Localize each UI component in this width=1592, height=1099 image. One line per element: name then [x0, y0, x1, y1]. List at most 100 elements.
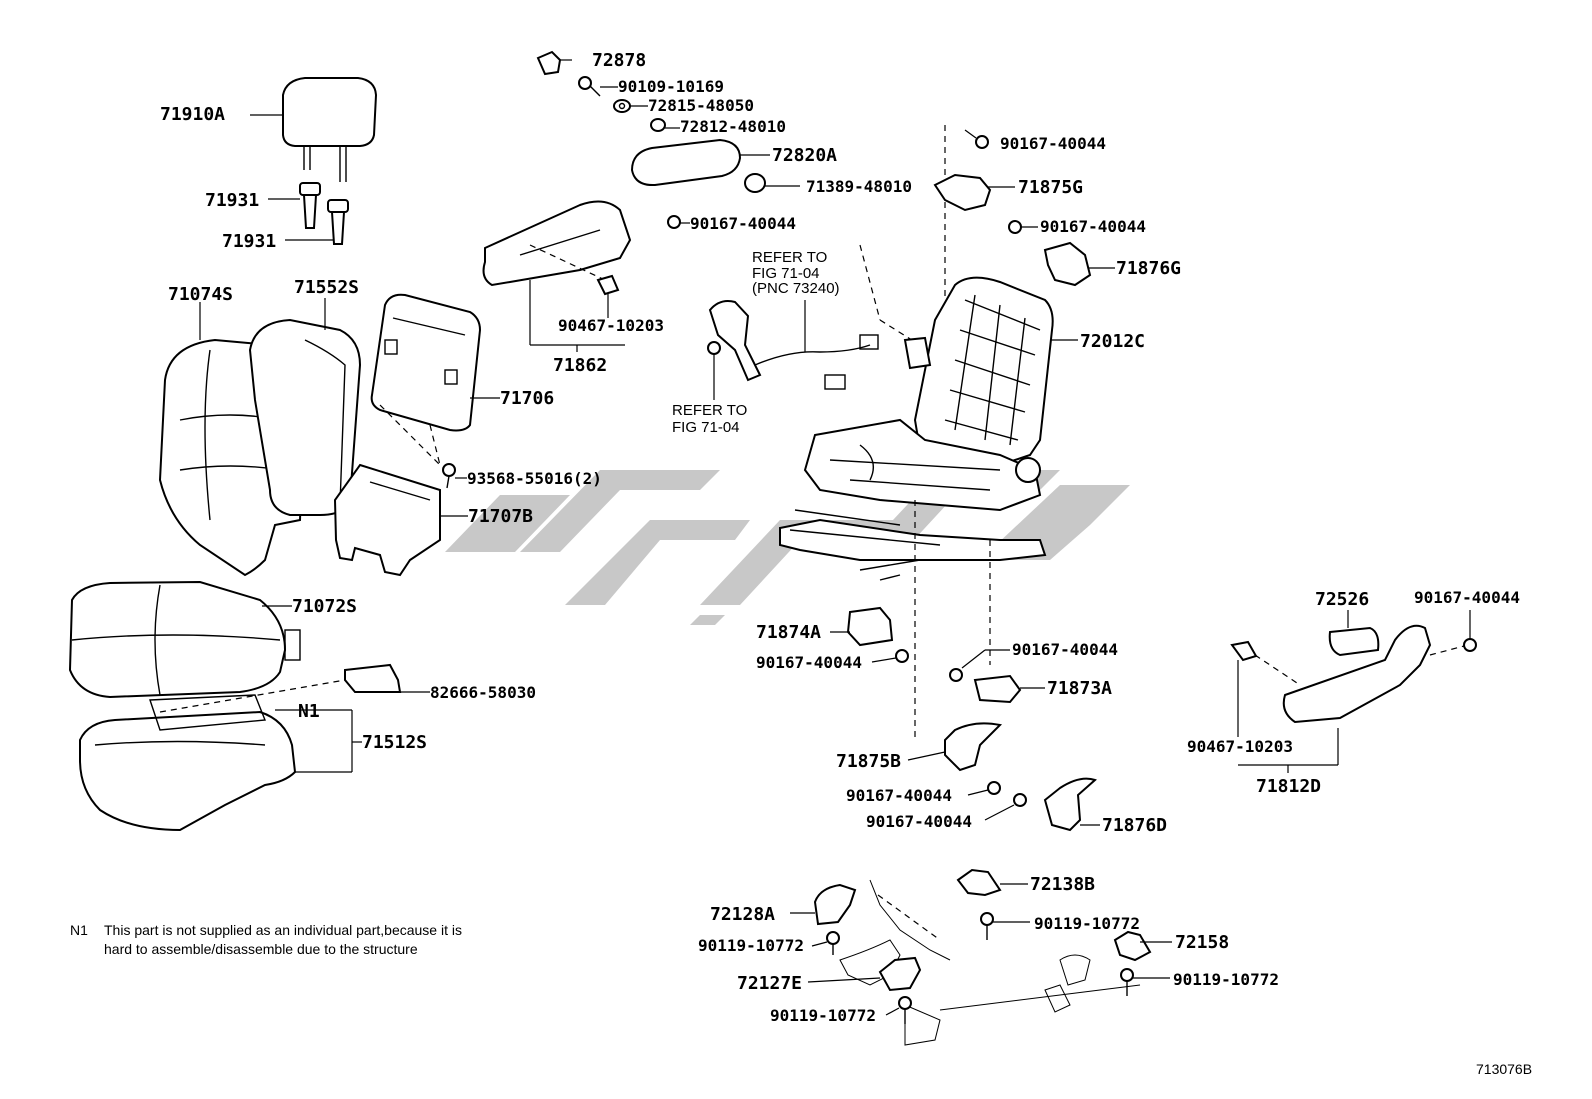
label-71910A: 71910A — [160, 104, 225, 125]
label-93568-55016: 93568-55016(2) — [467, 469, 602, 488]
label-90167-40044-h: 90167-40044 — [866, 812, 972, 831]
label-71072S: 71072S — [292, 596, 357, 617]
seatback-lower-board-71707B — [333, 463, 441, 577]
label-N1: N1 — [298, 701, 320, 722]
bracket-71873A — [973, 674, 1022, 704]
ref-belt-line1: REFER TO — [752, 249, 827, 266]
label-90119-10772-b: 90119-10772 — [1173, 970, 1279, 989]
label-90119-10772-c: 90119-10772 — [698, 936, 804, 955]
label-71876G: 71876G — [1116, 258, 1181, 279]
side-shield-71862 — [482, 200, 632, 287]
buckle-anchor-bolt — [707, 341, 721, 355]
cover-72158 — [1113, 930, 1152, 962]
label-71812D: 71812D — [1256, 776, 1321, 797]
seatback-board-71706 — [370, 293, 482, 432]
label-90167-40044-f: 90167-40044 — [1414, 588, 1520, 607]
headrest-guide-71931-lower — [327, 199, 349, 245]
label-72526: 72526 — [1315, 589, 1369, 610]
bolt-90119-10772-b — [1120, 968, 1134, 996]
cover-71875G — [933, 173, 992, 212]
bolt-90119-10772-a — [980, 912, 994, 940]
cover-72138B — [956, 868, 1002, 897]
connector-82666-58030 — [344, 663, 402, 693]
cap-71389-48010 — [744, 173, 766, 193]
label-71876D: 71876D — [1102, 815, 1167, 836]
label-90167-40044-d: 90167-40044 — [1012, 640, 1118, 659]
ref-belt-line3: (PNC 73240) — [752, 280, 840, 297]
armrest-72820A — [630, 138, 742, 187]
label-71707B: 71707B — [468, 506, 533, 527]
headrest-71910A — [282, 77, 378, 182]
cover-71875B — [944, 722, 1003, 772]
label-71874A: 71874A — [756, 622, 821, 643]
clip-72878 — [536, 50, 562, 76]
label-72812-48010: 72812-48010 — [680, 117, 786, 136]
bolt-90119-10772-c — [826, 931, 840, 955]
seat-cushion-pad-71512S — [79, 694, 297, 832]
label-90109-10169: 90109-10169 — [618, 77, 724, 96]
label-90167-40044-a: 90167-40044 — [1000, 134, 1106, 153]
bolt-90119-10772-d — [898, 996, 912, 1024]
screw-90167-40044-f — [1463, 638, 1477, 652]
screw-90167-40044-g — [987, 781, 1001, 795]
ref-belt-line2: FIG 71-04 — [752, 265, 820, 282]
screw-90109-10169 — [578, 76, 601, 97]
label-71706: 71706 — [500, 388, 554, 409]
seat-back-pad-71552S — [248, 318, 362, 516]
label-71873A: 71873A — [1047, 678, 1112, 699]
footnote-marker: N1 — [70, 922, 88, 938]
label-82666-58030: 82666-58030 — [430, 683, 536, 702]
label-71389-48010: 71389-48010 — [806, 177, 912, 196]
floor-outline — [839, 879, 1141, 1046]
nut-72812-48010 — [650, 118, 666, 132]
ref-buckle-line1: REFER TO — [672, 402, 747, 419]
screw-90167-40044-c — [667, 215, 681, 229]
label-71074S: 71074S — [168, 284, 233, 305]
seat-belt-buckle — [708, 300, 879, 390]
label-90167-40044-c: 90167-40044 — [690, 214, 796, 233]
label-71931-upper: 71931 — [205, 190, 259, 211]
label-90167-40044-b: 90167-40044 — [1040, 217, 1146, 236]
label-72138B: 72138B — [1030, 874, 1095, 895]
screw-93568-55016 — [442, 463, 456, 489]
label-90119-10772-d: 90119-10772 — [770, 1006, 876, 1025]
screw-90167-40044-b — [1008, 220, 1022, 234]
screw-90167-40044-h — [1013, 793, 1027, 807]
ref-buckle-line2: FIG 71-04 — [672, 419, 740, 436]
side-shield-71812D — [1282, 624, 1432, 724]
washer-72815-48050 — [613, 99, 631, 113]
label-72127E: 72127E — [737, 973, 802, 994]
label-90167-40044-g: 90167-40044 — [846, 786, 952, 805]
label-90467-10203-a: 90467-10203 — [558, 316, 664, 335]
label-72820A: 72820A — [772, 145, 837, 166]
label-90467-10203-b: 90467-10203 — [1187, 737, 1293, 756]
cover-72128A — [813, 883, 857, 926]
screw-90167-40044-e — [895, 649, 909, 663]
label-72012C: 72012C — [1080, 331, 1145, 352]
cap-72526 — [1328, 626, 1380, 657]
label-72815-48050: 72815-48050 — [648, 96, 754, 115]
headrest-guide-71931-upper — [299, 182, 321, 229]
label-71931-lower: 71931 — [222, 231, 276, 252]
label-72158: 72158 — [1175, 932, 1229, 953]
label-90119-10772-a: 90119-10772 — [1034, 914, 1140, 933]
label-71875B: 71875B — [836, 751, 901, 772]
label-71552S: 71552S — [294, 277, 359, 298]
bracket-71874A — [846, 606, 894, 647]
clip-90467-10203-a — [596, 274, 620, 296]
footnote-line2: hard to assemble/disassemble due to the … — [104, 941, 418, 957]
cover-72127E — [878, 956, 922, 992]
label-72878: 72878 — [592, 50, 646, 71]
label-71862: 71862 — [553, 355, 607, 376]
screw-90167-40044-a — [975, 135, 989, 149]
footnote-line1: This part is not supplied as an individu… — [104, 922, 462, 938]
cover-71876D — [1043, 777, 1097, 832]
seat-cushion-cover-71072S — [68, 580, 301, 699]
screw-90167-40044-d — [949, 668, 963, 682]
label-71512S: 71512S — [362, 732, 427, 753]
clip-90467-10203-b — [1230, 640, 1258, 662]
seat-frame-assembly-72012C — [779, 276, 1054, 581]
label-90167-40044-e: 90167-40044 — [756, 653, 862, 672]
figure-code: 713076B — [1476, 1061, 1532, 1077]
